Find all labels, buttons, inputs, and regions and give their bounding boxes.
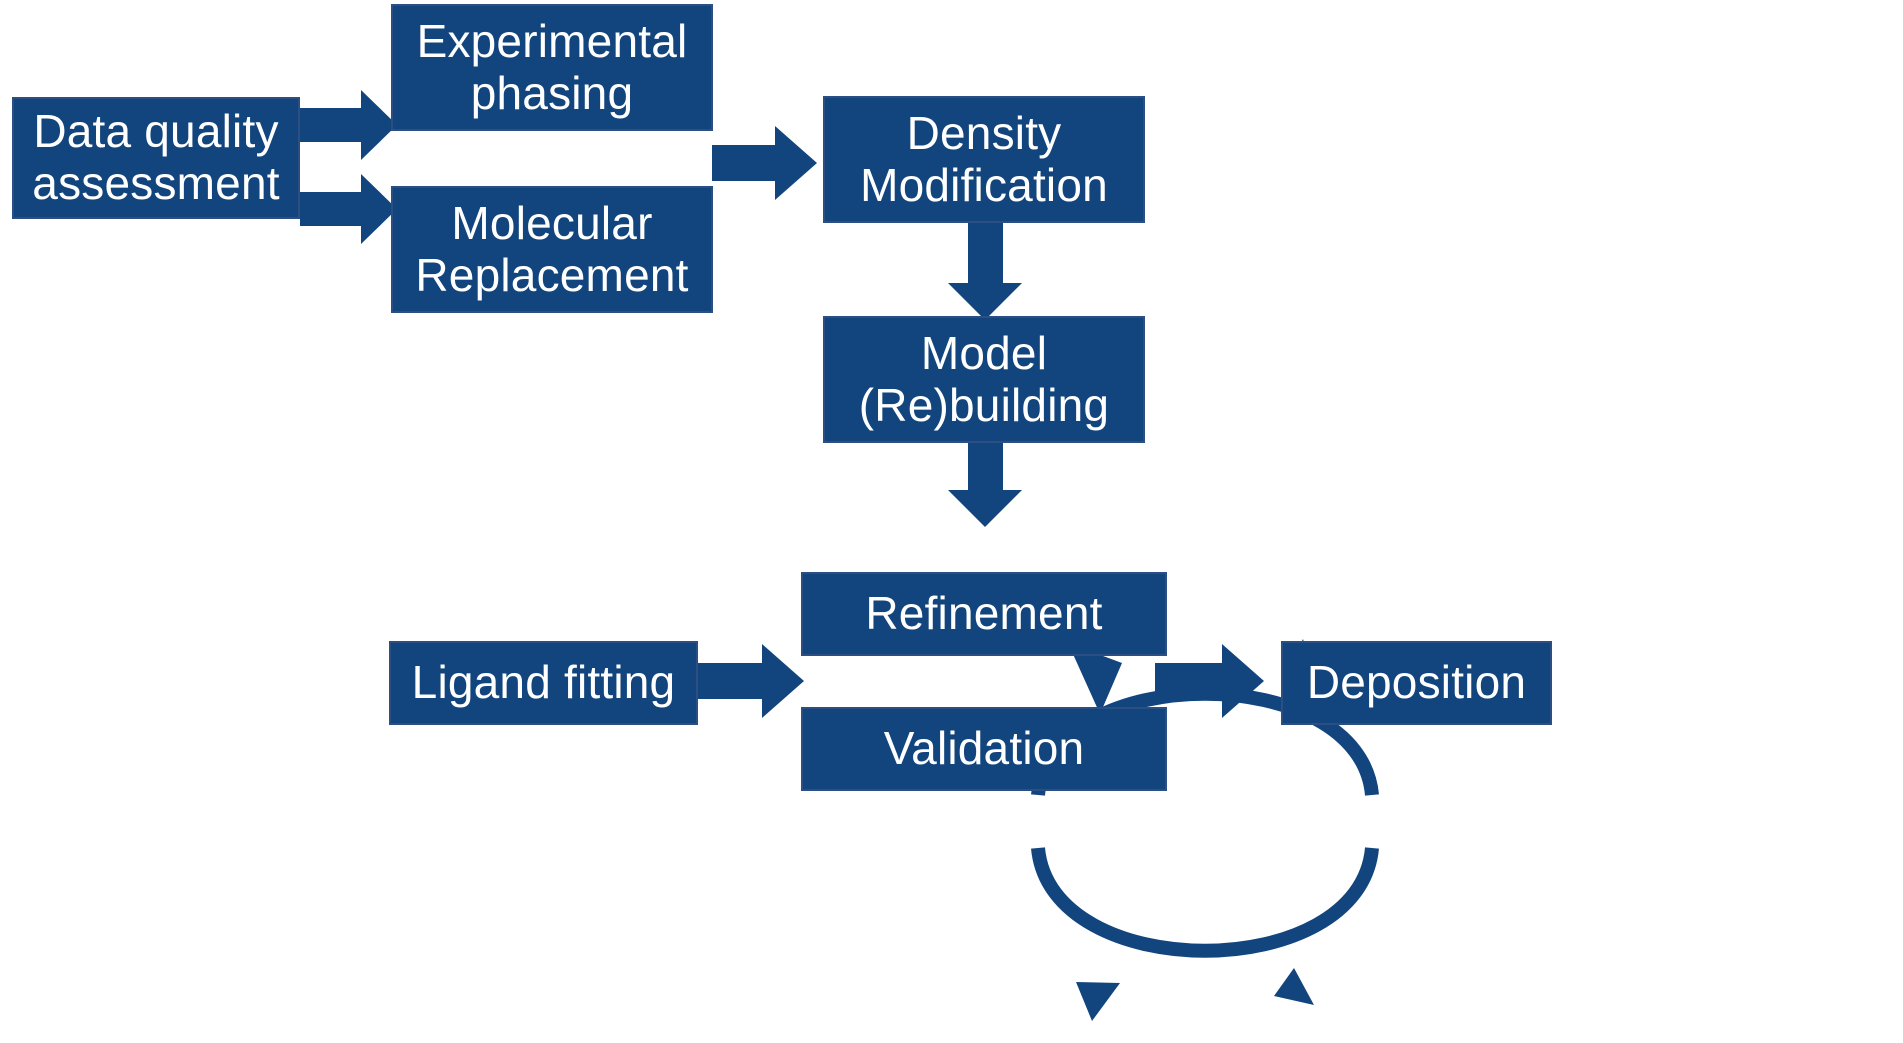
node-molecular-replacement[interactable]: Molecular Replacement [391,186,713,313]
arrow-density-modification-to-model-rebuilding [948,222,1022,320]
node-model-rebuilding[interactable]: Model (Re)building [823,316,1145,443]
node-validation[interactable]: Validation [801,707,1167,791]
arrow-dq-to-experimental-phasing [300,90,397,160]
node-ligand-fitting[interactable]: Ligand fitting [389,641,698,725]
node-experimental-phasing[interactable]: Experimental phasing [391,4,713,131]
arrow-ligand-fitting-to-cycle [697,644,804,718]
node-density-modification[interactable]: Density Modification [823,96,1145,223]
arrow-phasing-to-density-modification [712,126,817,200]
cycle-arrowhead-top-left [1068,643,1122,714]
cycle-arc-bottom [1031,847,1379,958]
node-deposition[interactable]: Deposition [1281,641,1552,725]
arrow-cycle-to-deposition [1155,644,1264,718]
node-refinement[interactable]: Refinement [801,572,1167,656]
arrow-dq-to-molecular-replacement [300,174,397,244]
cycle-arrowhead-bottom-right [1274,968,1314,1005]
node-data-quality-assessment[interactable]: Data quality assessment [12,97,300,219]
cycle-arrowhead-bottom-left [1076,982,1120,1021]
arrow-model-rebuilding-to-cycle [948,440,1022,527]
